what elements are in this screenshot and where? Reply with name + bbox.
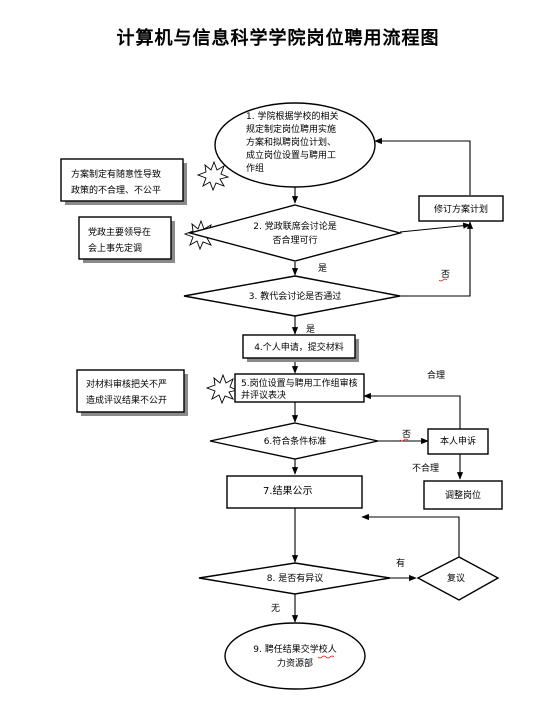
risk-note-3: 对材料审核把关不严 造成评议结果不公开 xyxy=(76,369,188,416)
edge-label-no-objection: 无 xyxy=(271,603,280,614)
edge-label-no-2: 否 xyxy=(402,429,411,440)
page-title: 计算机与信息科学学院岗位聘用流程图 xyxy=(116,28,440,49)
risk-burst-icon-3 xyxy=(205,373,239,405)
step-1-line-4: 成立岗位设置与聘用工 xyxy=(246,149,336,161)
revise-plan-label: 修订方案计划 xyxy=(434,203,488,215)
step-2-line-1: 2. 党政联席会讨论是 xyxy=(253,220,336,232)
edge-label-yes-2: 是 xyxy=(306,324,315,335)
edge-label-unreasonable: 不合理 xyxy=(412,462,439,474)
step-1-line-5: 作组 xyxy=(246,162,264,174)
step-2-line-2: 否合理可行 xyxy=(272,234,317,246)
risk-note-1-line-2: 政策的不合理、不公平 xyxy=(71,184,161,196)
adjust-position-label: 调整岗位 xyxy=(445,489,481,501)
risk-burst-icon-1 xyxy=(196,160,230,192)
step-1-start-ellipse: 1. 学院根据学校的相关 规定制定岗位聘用实施 方案和拟聘岗位计划、 成立岗位设… xyxy=(214,102,376,188)
appeal-label: 本人申诉 xyxy=(440,435,476,447)
risk-note-3-line-1: 对材料审核把关不严 xyxy=(86,378,167,390)
edge-label-reasonable: 合理 xyxy=(427,369,445,381)
step-6-decision: 6.符合条件标准 xyxy=(209,422,379,460)
spellcheck-underline xyxy=(317,655,335,659)
step-8-decision: 8. 是否有异议 xyxy=(198,562,391,595)
arrow-appeal-to-5 xyxy=(363,392,461,429)
step-4-process: 4.个人申请，提交材料 xyxy=(242,334,359,362)
risk-note-2-line-2: 会上事先定调 xyxy=(88,242,142,254)
arrow-3-to-revise xyxy=(400,221,474,297)
step-7-label: 7.结果公示 xyxy=(263,484,313,497)
risk-note-1-line-1: 方案制定有随意性导致 xyxy=(71,168,161,180)
review-decision: 复议 xyxy=(416,556,500,601)
step-9-line-2: 力资源部 xyxy=(277,657,313,669)
step-5-process: 5.岗位设置与聘用工作组审核 并评议表决 xyxy=(234,373,365,403)
step-3-decision: 3. 教代会讨论是否通过 xyxy=(183,275,401,317)
step-3-label: 3. 教代会讨论是否通过 xyxy=(249,290,341,302)
edge-label-yes-1: 是 xyxy=(318,263,327,274)
step-2-decision: 2. 党政联席会讨论是 否合理可行 xyxy=(187,204,403,262)
step-4-label: 4.个人申请，提交材料 xyxy=(254,341,344,353)
risk-note-3-line-2: 造成评议结果不公开 xyxy=(86,394,167,406)
step-1-line-1: 1. 学院根据学校的相关 xyxy=(246,110,338,122)
step-5-line-2: 并评议表决 xyxy=(241,389,286,401)
step-1-line-3: 方案和拟聘岗位计划、 xyxy=(246,136,336,148)
edge-label-no-1: 否 xyxy=(441,269,450,280)
step-9-line-1: 9. 聘任结果交学校人 xyxy=(253,643,336,655)
risk-note-1: 方案制定有随意性导致 政策的不合理、不公平 xyxy=(60,158,187,205)
arrow-revise-to-1 xyxy=(374,137,471,195)
step-5-line-1: 5.岗位设置与聘用工作组审核 xyxy=(241,377,358,389)
risk-note-2: 党政主要领导在 会上事先定调 xyxy=(78,216,175,263)
edge-label-has-objection: 有 xyxy=(396,557,405,569)
step-8-label: 8. 是否有异议 xyxy=(267,572,323,584)
appeal-box: 本人申诉 xyxy=(427,428,489,455)
risk-note-2-line-1: 党政主要领导在 xyxy=(88,226,151,238)
arrow-review-to-7 xyxy=(361,513,460,557)
review-label: 复议 xyxy=(447,572,465,584)
step-7-process: 7.结果公示 xyxy=(226,475,363,509)
edge-label-no-1-underline xyxy=(438,278,448,282)
edge-label-no-2-underline xyxy=(399,438,409,442)
step-6-label: 6.符合条件标准 xyxy=(264,435,327,447)
arrow-2-to-revise xyxy=(399,222,471,233)
connectors xyxy=(291,137,474,623)
adjust-position-box: 调整岗位 xyxy=(423,480,503,510)
step-9-end-ellipse: 9. 聘任结果交学校人 力资源部 xyxy=(224,622,366,690)
step-1-line-2: 规定制定岗位聘用实施 xyxy=(246,123,336,135)
revise-plan-box: 修订方案计划 xyxy=(418,195,504,222)
